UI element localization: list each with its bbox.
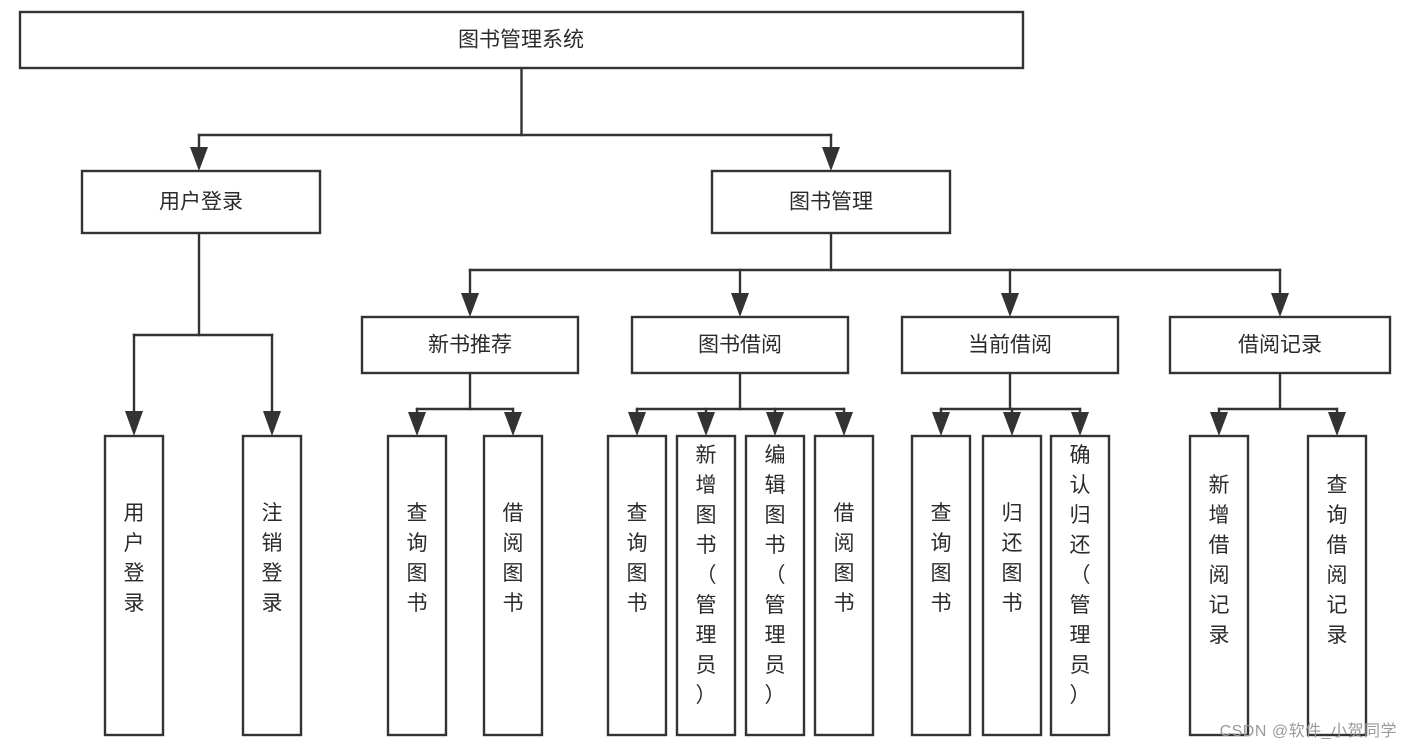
node-leaf-user-login-label: 用户登录 [124,502,145,615]
node-leaf-query-book-2-label: 查询图书 [627,502,648,615]
node-leaf-query-book-2-box[interactable] [606,434,668,737]
node-user-login[interactable]: 用户登录 [80,169,322,235]
node-leaf-add-record[interactable]: 新增借阅记录 [1188,434,1250,737]
node-root-box[interactable] [18,10,1025,70]
node-leaf-logout[interactable]: 注销登录 [241,434,303,737]
node-leaf-edit-book[interactable]: 编辑图书（管理员） [744,434,806,737]
node-leaf-query-book-2[interactable]: 查询图书 [606,434,668,737]
node-leaf-add-book-label: 新增图书（管理员） [696,444,717,707]
node-book-manage-label: 图书管理 [789,191,873,214]
node-leaf-edit-book-box[interactable] [744,434,806,737]
node-book-borrow-box[interactable] [630,315,850,375]
arrowhead-borrow-record [1271,293,1289,317]
node-root[interactable]: 图书管理系统 [18,10,1025,70]
node-leaf-query-record-label: 查询借阅记录 [1327,474,1348,647]
csdn-watermark: CSDN @软件_小贺同学 [1219,723,1397,740]
node-book-manage[interactable]: 图书管理 [710,169,952,235]
node-leaf-return-book-box[interactable] [981,434,1043,737]
arrowhead-leaf-add-book [697,412,715,436]
node-leaf-query-book-3-box[interactable] [910,434,972,737]
node-leaf-return-book-label: 归还图书 [1002,502,1023,615]
node-leaf-borrow-book-2[interactable]: 借阅图书 [813,434,875,737]
arrowhead-leaf-query-book-1 [408,412,426,436]
node-leaf-logout-box[interactable] [241,434,303,737]
node-current-borrow[interactable]: 当前借阅 [900,315,1120,375]
arrowhead-leaf-query-record [1328,412,1346,436]
node-leaf-return-book[interactable]: 归还图书 [981,434,1043,737]
node-leaf-edit-book-label: 编辑图书（管理员） [765,444,786,707]
node-new-book-recommend[interactable]: 新书推荐 [360,315,580,375]
node-new-book-recommend-box[interactable] [360,315,580,375]
node-leaf-query-record[interactable]: 查询借阅记录 [1306,434,1368,737]
node-leaf-add-record-box[interactable] [1188,434,1250,737]
node-current-borrow-box[interactable] [900,315,1120,375]
node-leaf-borrow-book-1-box[interactable] [482,434,544,737]
node-leaf-borrow-book-2-label: 借阅图书 [834,502,855,615]
arrowhead-book-borrow [731,293,749,317]
arrowhead-user-login [190,147,208,171]
node-leaf-borrow-book-1-label: 借阅图书 [503,502,524,615]
node-leaf-query-book-1-label: 查询图书 [407,502,428,615]
arrowhead-book-manage [822,147,840,171]
node-leaf-borrow-book-1[interactable]: 借阅图书 [482,434,544,737]
node-leaf-confirm-return[interactable]: 确认归还（管理员） [1049,434,1111,737]
node-root-label: 图书管理系统 [458,29,584,52]
node-leaf-query-book-1-box[interactable] [386,434,448,737]
arrowhead-leaf-query-book-2 [628,412,646,436]
node-book-manage-box[interactable] [710,169,952,235]
arrowhead-leaf-query-book-3 [932,412,950,436]
node-leaf-query-book-3-label: 查询图书 [931,502,952,615]
arrowhead-leaf-user-login [125,411,143,436]
node-user-login-box[interactable] [80,169,322,235]
node-leaf-confirm-return-box[interactable] [1049,434,1111,737]
arrowhead-new-book-recommend [461,293,479,317]
node-borrow-record-label: 借阅记录 [1238,334,1322,357]
node-leaf-user-login-box[interactable] [103,434,165,737]
node-borrow-record-box[interactable] [1168,315,1392,375]
arrowhead-leaf-add-record [1210,412,1228,436]
arrowhead-leaf-edit-book [766,412,784,436]
node-leaf-logout-label: 注销登录 [262,502,283,615]
arrowhead-leaf-logout [263,411,281,436]
node-leaf-add-book[interactable]: 新增图书（管理员） [675,434,737,737]
arrowhead-leaf-return-book [1003,412,1021,436]
arrowhead-leaf-confirm-return [1071,412,1089,436]
node-leaf-confirm-return-label: 确认归还（管理员） [1070,444,1091,707]
node-leaf-query-book-1[interactable]: 查询图书 [386,434,448,737]
connector-layer [125,66,1346,436]
arrowhead-current-borrow [1001,293,1019,317]
node-current-borrow-label: 当前借阅 [968,334,1052,357]
node-leaf-query-book-3[interactable]: 查询图书 [910,434,972,737]
node-leaf-query-record-box[interactable] [1306,434,1368,737]
node-new-book-recommend-label: 新书推荐 [428,334,512,357]
arrowhead-leaf-borrow-book-1 [504,412,522,436]
node-user-login-label: 用户登录 [159,191,243,214]
node-book-borrow-label: 图书借阅 [698,334,782,357]
arrowhead-leaf-borrow-book-2 [835,412,853,436]
node-leaf-add-book-box[interactable] [675,434,737,737]
node-leaf-add-record-label: 新增借阅记录 [1209,474,1230,647]
node-leaf-user-login[interactable]: 用户登录 [103,434,165,737]
node-leaf-borrow-book-2-box[interactable] [813,434,875,737]
node-borrow-record[interactable]: 借阅记录 [1168,315,1392,375]
node-book-borrow[interactable]: 图书借阅 [630,315,850,375]
